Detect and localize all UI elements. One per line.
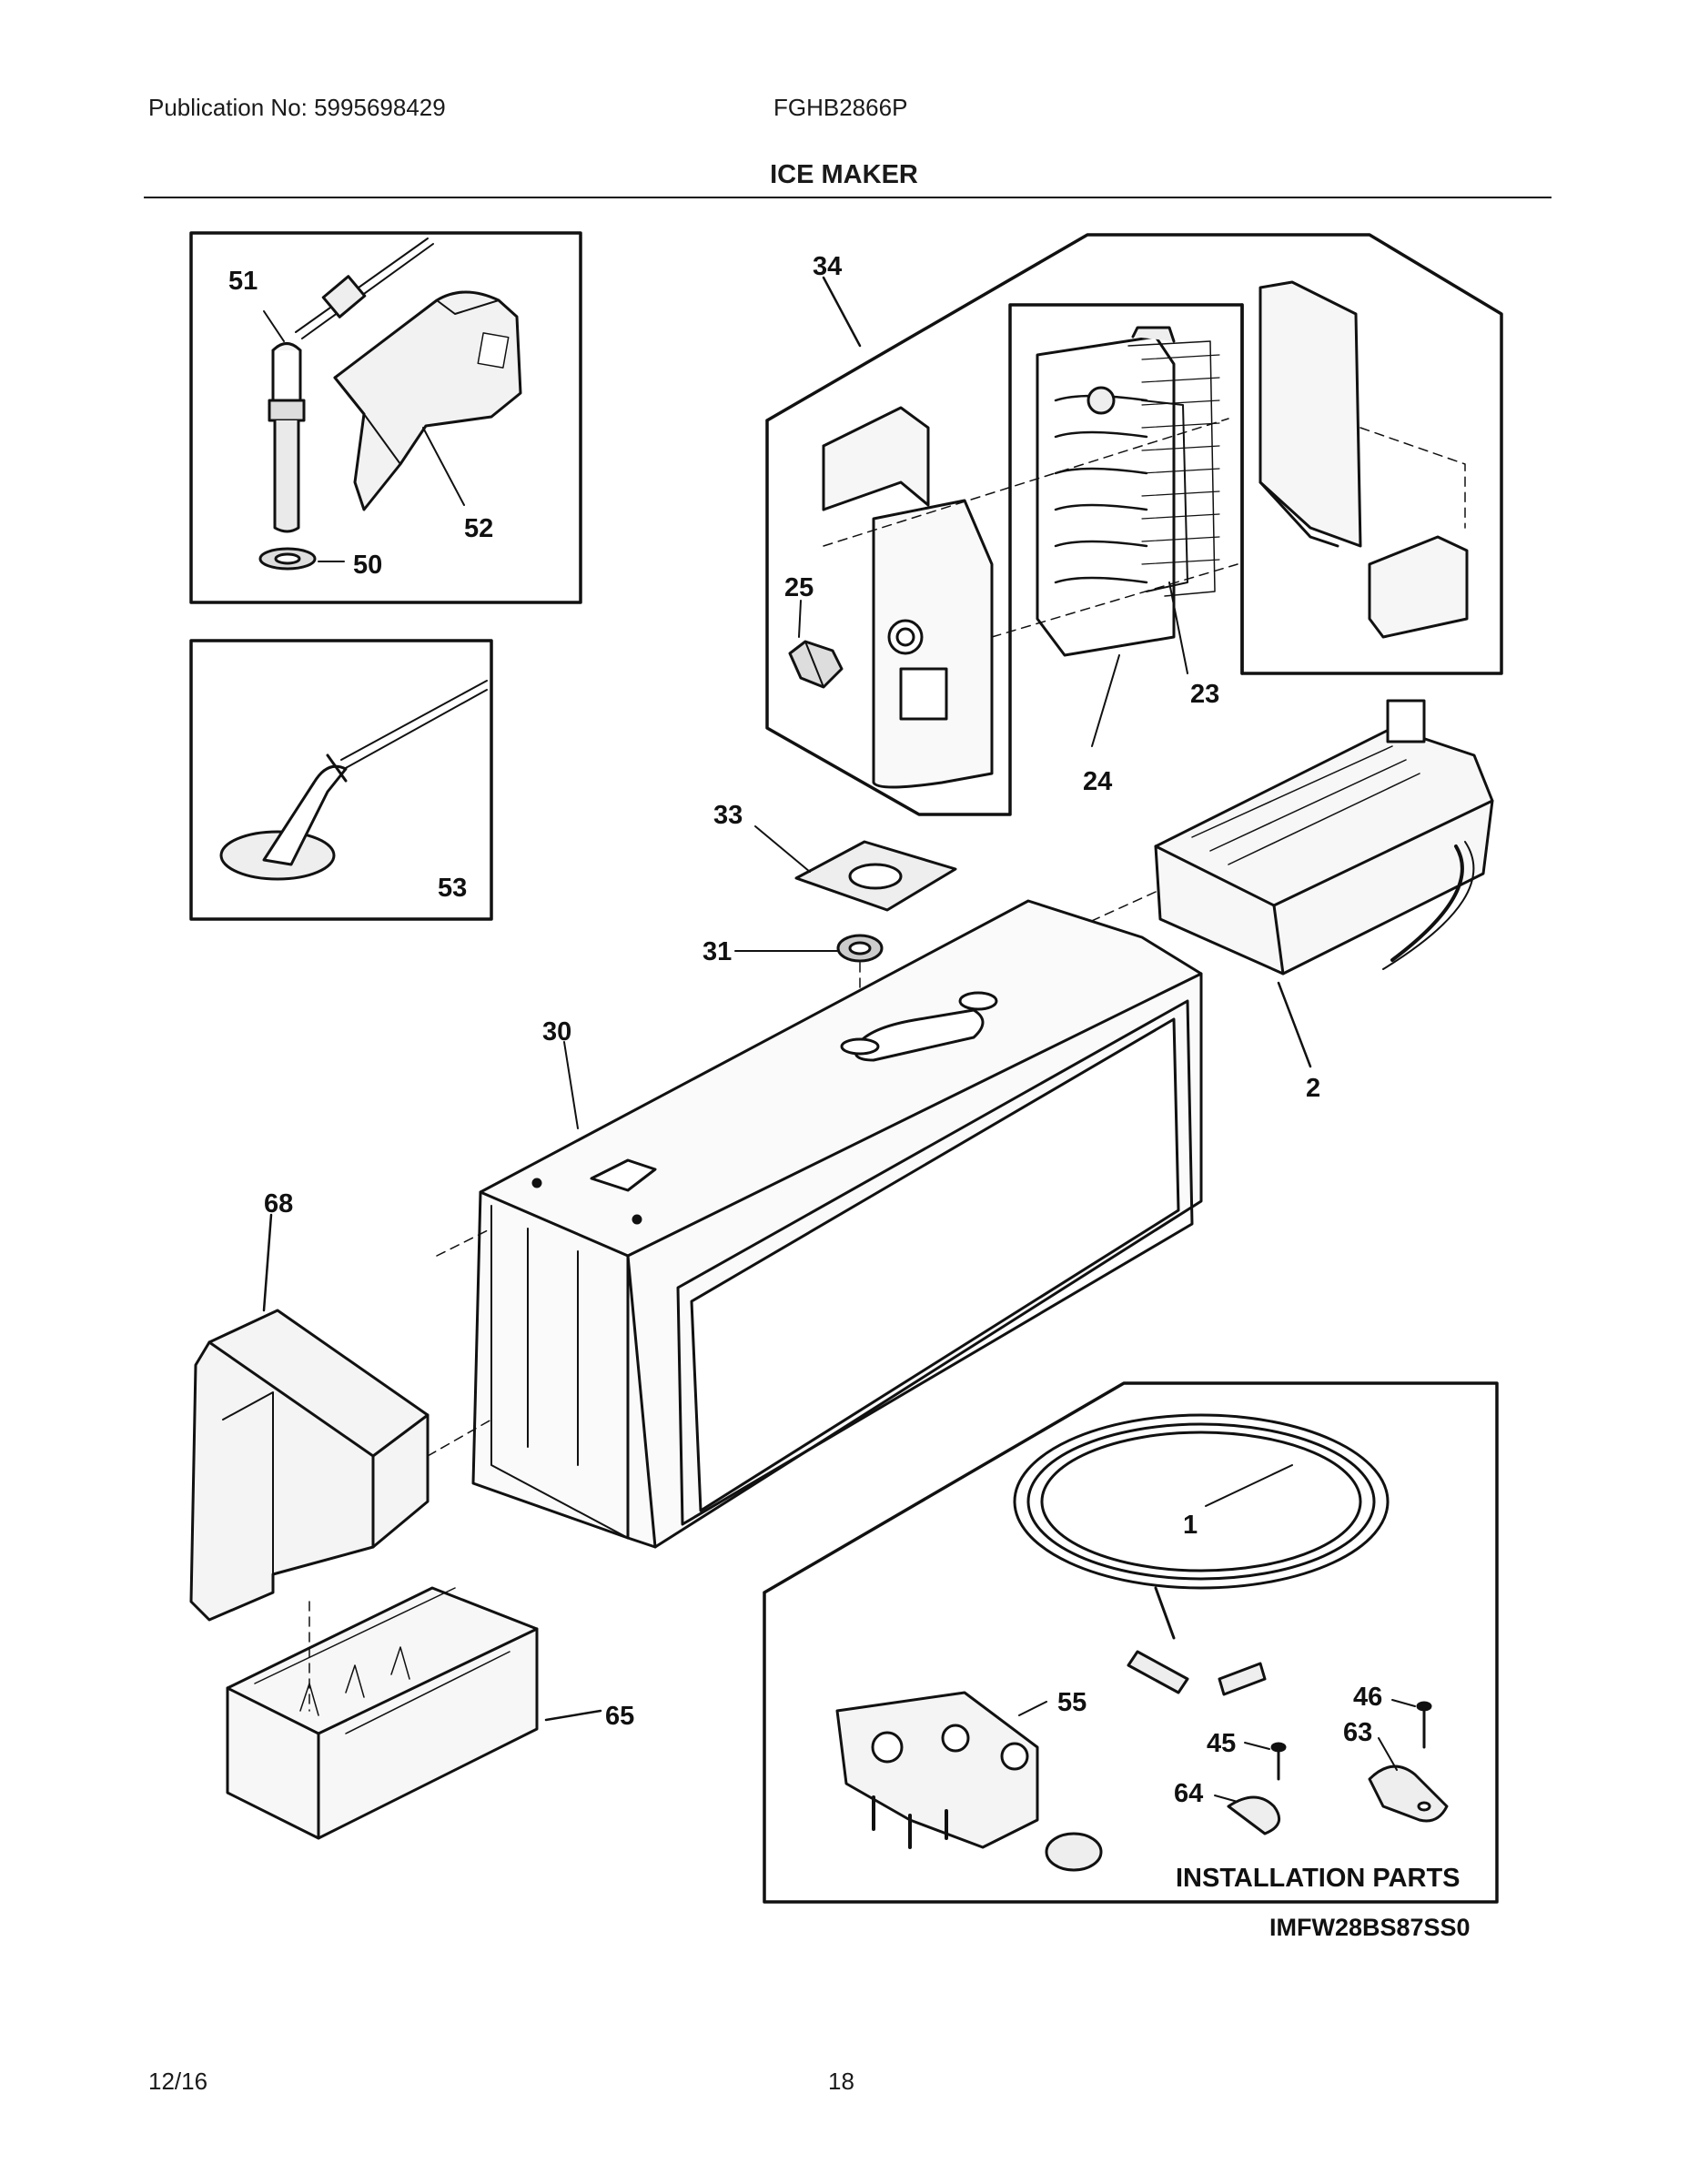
callout-1: 1 xyxy=(1183,1511,1198,1540)
installation-parts-group xyxy=(763,1381,1499,1904)
callout-34: 34 xyxy=(813,252,842,281)
callout-33: 33 xyxy=(713,801,743,830)
front-cover xyxy=(189,1213,430,1622)
drip-tray xyxy=(226,1586,602,1840)
callout-63: 63 xyxy=(1343,1718,1372,1747)
callout-50: 50 xyxy=(353,551,382,580)
header-divider xyxy=(144,197,1552,198)
gasket-and-grommet xyxy=(734,825,957,1043)
drawing-code: IMFW28BS87SS0 xyxy=(1269,1914,1471,1941)
callout-52: 52 xyxy=(464,514,493,543)
callout-45: 45 xyxy=(1207,1729,1236,1758)
page-title: ICE MAKER xyxy=(770,160,918,189)
callout-31: 31 xyxy=(702,937,732,966)
evaporator-assembly-group xyxy=(765,233,1503,816)
callout-23: 23 xyxy=(1190,680,1219,709)
footer-date: 12/16 xyxy=(148,2068,208,2095)
callout-25: 25 xyxy=(784,573,814,602)
water-inlet-panel xyxy=(189,639,493,921)
callout-labels: 51 52 50 53 34 25 23 24 33 31 30 2 68 65… xyxy=(228,252,1471,1941)
callout-55: 55 xyxy=(1057,1688,1087,1717)
callout-2: 2 xyxy=(1306,1074,1320,1103)
callout-24: 24 xyxy=(1083,767,1112,796)
model-number: FGHB2866P xyxy=(773,94,908,121)
callout-51: 51 xyxy=(228,267,258,296)
publication-number: Publication No: 5995698429 xyxy=(148,94,446,121)
installation-parts-label: INSTALLATION PARTS xyxy=(1176,1864,1461,1893)
callout-46: 46 xyxy=(1353,1683,1382,1712)
ice-maker-housing xyxy=(427,899,1203,1549)
ice-maker-module xyxy=(1055,699,1494,1068)
callout-53: 53 xyxy=(438,874,467,903)
callout-68: 68 xyxy=(264,1189,293,1218)
page-number: 18 xyxy=(828,2068,854,2095)
callout-65: 65 xyxy=(605,1702,634,1731)
fill-tube-panel xyxy=(189,231,582,604)
callout-64: 64 xyxy=(1174,1779,1203,1808)
callout-30: 30 xyxy=(542,1017,571,1046)
